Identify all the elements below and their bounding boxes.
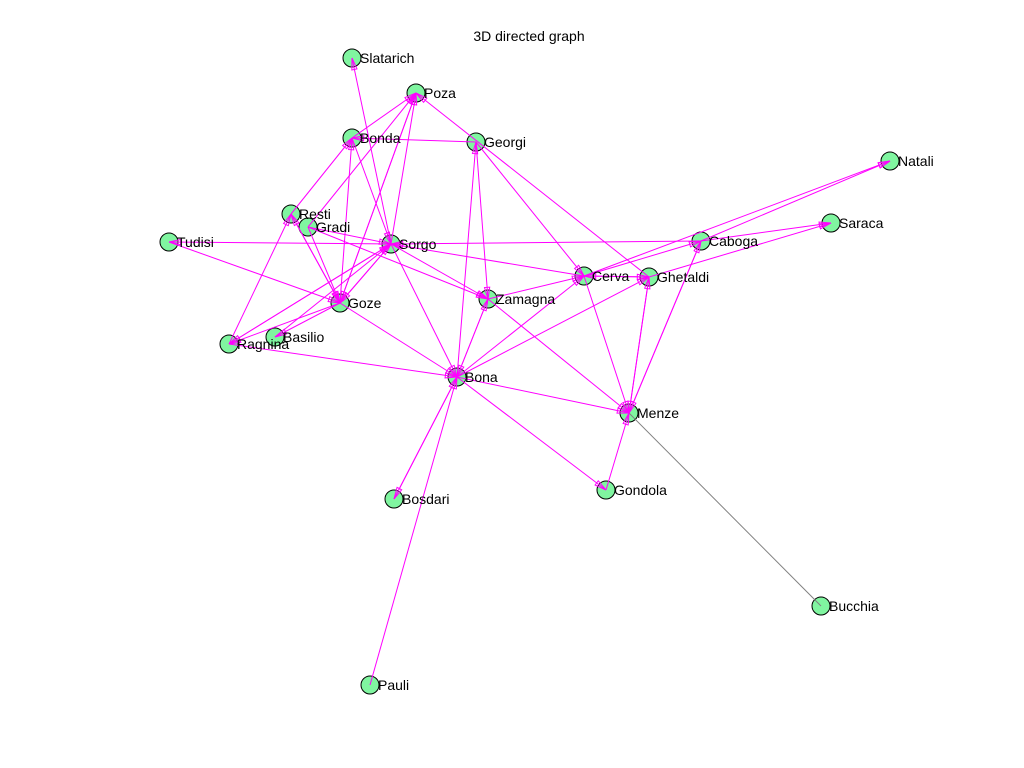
edge-sorgo-poza <box>390 92 418 245</box>
edge-ghetaldi-saraca <box>648 222 832 278</box>
arrowhead-icon <box>405 92 417 105</box>
node-label-ragnina: Ragnina <box>237 336 289 352</box>
node-label-pauli: Pauli <box>378 677 409 693</box>
edge-menze-ghetaldi <box>628 276 651 414</box>
node-label-gondola: Gondola <box>614 482 667 498</box>
node-label-cerva: Cerva <box>592 268 630 284</box>
arrowhead-icon <box>688 240 702 248</box>
node-label-sorgo: Sorgo <box>399 236 437 252</box>
node-label-georgi: Georgi <box>484 134 526 150</box>
arrowhead-icon <box>644 276 651 290</box>
edge-menze-bucchia <box>628 412 822 607</box>
edge-goze-bonda <box>339 137 355 304</box>
node-label-gradi: Gradi <box>316 219 350 235</box>
arrowhead-icon <box>617 402 630 414</box>
edge-ghetaldi-cerva <box>583 272 650 280</box>
edge-cerva-caboga <box>583 240 702 277</box>
arrowhead-icon <box>583 272 597 280</box>
node-label-bonda: Bonda <box>360 130 401 146</box>
edge-gradi-sorgo <box>307 226 392 245</box>
node-label-tudisi: Tudisi <box>177 234 214 250</box>
arrowhead-icon <box>693 240 702 254</box>
node-label-bosdari: Bosdari <box>402 491 449 507</box>
node-label-caboga: Caboga <box>709 233 758 249</box>
node-label-slatarich: Slatarich <box>360 50 414 66</box>
edge-georgi-zamagna <box>475 141 491 300</box>
node-label-bona: Bona <box>465 369 498 385</box>
edge-bosdari-bona <box>393 376 458 500</box>
graph-title: 3D directed graph <box>473 28 585 44</box>
node-label-resti: Resti <box>299 206 331 222</box>
edge-ragnina-bona <box>228 343 458 379</box>
edge-pauli-bona <box>369 376 458 686</box>
node-label-natali: Natali <box>898 153 934 169</box>
node-label-goze: Goze <box>348 295 382 311</box>
arrowhead-icon <box>282 213 292 227</box>
edge-ghetaldi-poza <box>415 92 650 278</box>
edge-sorgo-tudisi <box>168 238 392 246</box>
node-label-menze: Menze <box>637 405 679 421</box>
node-label-zamagna: Zamagna <box>496 291 555 307</box>
edge-goze-bona <box>339 302 458 378</box>
edge-tudisi-goze <box>168 241 341 304</box>
arrowhead-icon <box>483 286 491 300</box>
edge-cerva-natali <box>583 160 891 277</box>
node-label-saraca: Saraca <box>839 215 884 231</box>
edge-caboga-sorgo <box>390 240 702 248</box>
arrowhead-icon <box>168 238 182 246</box>
edge-menze-caboga <box>628 240 702 414</box>
arrowhead-icon <box>351 57 358 71</box>
arrowhead-icon <box>594 480 607 491</box>
arrowhead-icon <box>351 135 365 142</box>
arrowhead-icon <box>450 376 458 390</box>
arrowhead-icon <box>573 264 585 277</box>
edge-ragnina-resti <box>228 213 292 345</box>
arrowhead-icon <box>480 298 489 312</box>
arrowhead-icon <box>475 291 489 300</box>
arrowhead-icon <box>818 222 832 230</box>
edge-georgi-cerva <box>475 141 585 277</box>
edge-goze-sorgo <box>339 243 392 304</box>
edge-georgi-bonda <box>351 135 477 143</box>
arrowhead-icon <box>347 137 355 151</box>
arrowhead-icon <box>290 213 300 227</box>
arrowhead-icon <box>327 295 341 304</box>
edge-gradi-poza <box>307 92 417 228</box>
arrowhead-icon <box>341 137 353 150</box>
edge-sorgo-slatarich <box>351 57 392 245</box>
arrowhead-icon <box>415 92 428 104</box>
edge-goze-resti <box>290 213 341 304</box>
edge-gondola-menze <box>605 412 630 491</box>
arrowhead-icon <box>622 412 630 426</box>
edge-basilio-sorgo <box>274 243 392 338</box>
edge-cerva-menze <box>583 275 630 414</box>
arrowhead-icon <box>448 364 458 378</box>
edge-zamagna-cerva <box>487 275 585 300</box>
arrowhead-icon <box>390 242 404 250</box>
node-label-bucchia: Bucchia <box>829 598 879 614</box>
node-label-poza: Poza <box>424 85 456 101</box>
node-label-ghetaldi: Ghetaldi <box>657 269 709 285</box>
arrowhead-icon <box>571 275 585 282</box>
arrowhead-icon <box>380 243 392 256</box>
arrowhead-icon <box>378 238 392 245</box>
edge-bona-zamagna <box>456 298 489 378</box>
arrowhead-icon <box>383 231 392 245</box>
edge-gradi-zamagna <box>307 226 489 300</box>
edge-sorgo-bona <box>390 243 458 378</box>
edge-cerva-sorgo <box>390 242 585 277</box>
arrowhead-icon <box>877 160 891 169</box>
arrowhead-icon <box>471 141 479 155</box>
edge-bona-gondola <box>456 376 607 491</box>
arrowhead-icon <box>228 336 242 345</box>
edge-goze-ragnina <box>228 302 341 345</box>
node-label-basilio: Basilio <box>283 329 324 345</box>
edge-zamagna-menze <box>487 298 630 414</box>
edge-bonda-sorgo <box>351 137 392 245</box>
edge-bona-georgi <box>456 141 479 378</box>
arrowhead-icon <box>444 372 458 379</box>
edge-resti-bonda <box>290 137 353 215</box>
